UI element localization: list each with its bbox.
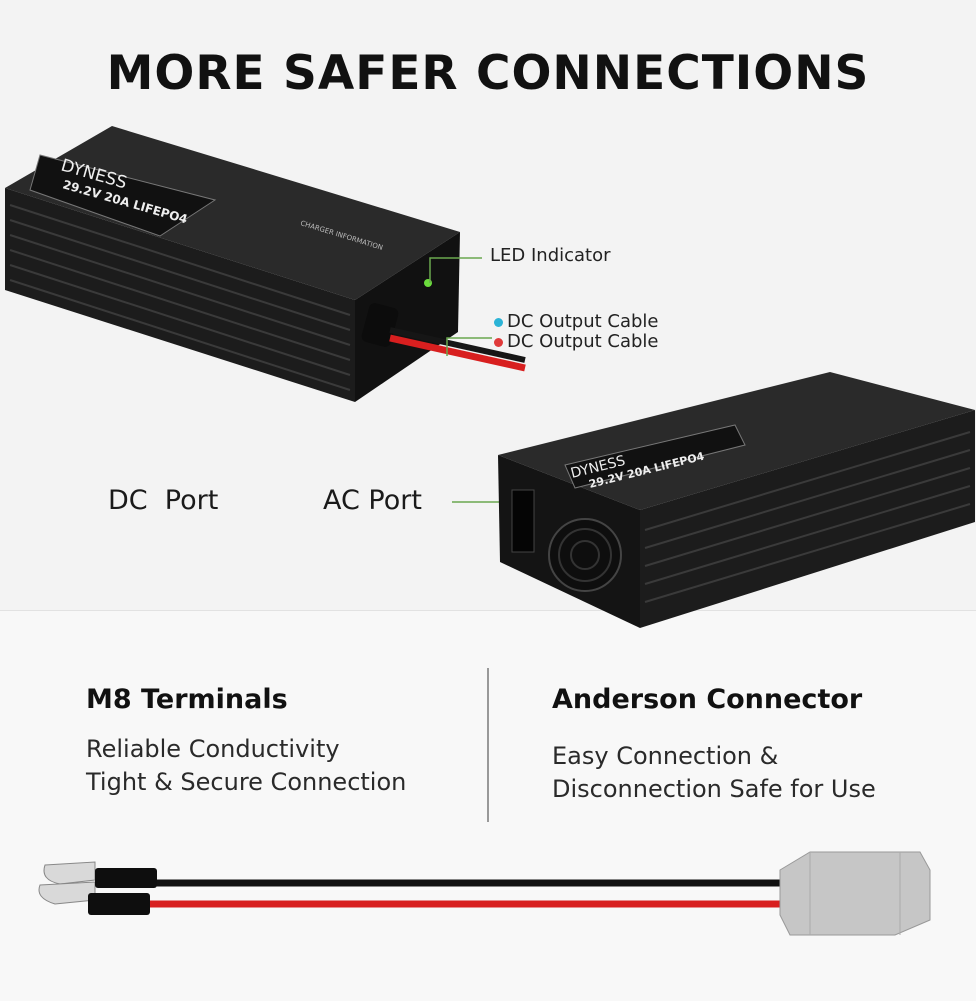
feature-m8-terminals: M8 Terminals Reliable Conductivity Tight…	[86, 684, 407, 796]
callout-dc-negative: DC Output Cable	[494, 311, 659, 332]
anderson-cable-image	[38, 851, 931, 936]
feature-anderson-connector: Anderson Connector Easy Connection & Dis…	[552, 684, 876, 803]
page-title: MORE SAFER CONNECTIONS	[106, 46, 870, 101]
minus-icon	[494, 317, 503, 327]
dc-charger-image: DYNESS 29.2V 20A LIFEPO4 CHARGER INFORMA…	[5, 126, 526, 402]
callout-dc-positive: DC Output Cable	[494, 331, 659, 352]
callout-led-indicator: LED Indicator	[490, 245, 611, 266]
ac-port-label: AC Port	[323, 485, 422, 516]
dc-port-label: DC Port	[108, 485, 219, 516]
ac-charger-image: DYNESS 29.2V 20A LIFEPO4	[498, 372, 975, 628]
plus-icon	[494, 337, 503, 347]
